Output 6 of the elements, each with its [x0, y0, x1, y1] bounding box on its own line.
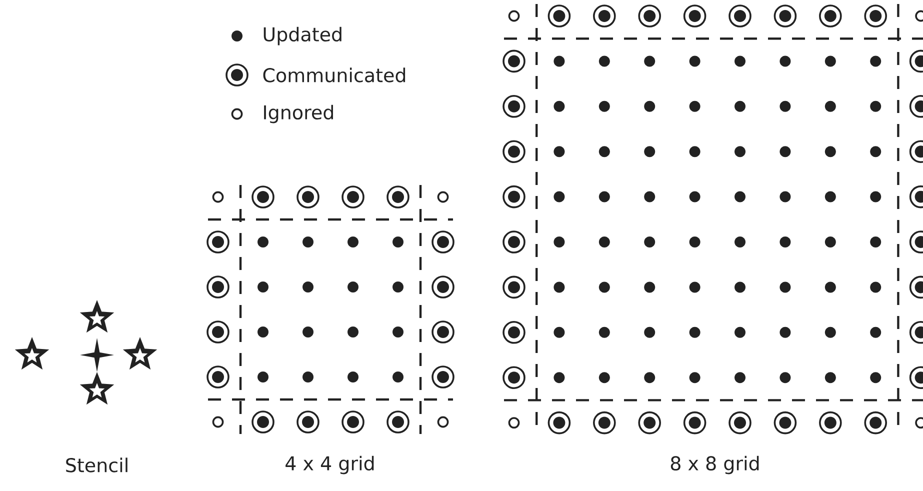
legend-text: Updated	[264, 26, 342, 46]
grid-caption: Stencil	[66, 458, 128, 472]
grid-caption: 4 x 4 grid	[286, 456, 374, 474]
grid-caption: 8 x 8 grid	[670, 456, 759, 474]
legend-text: Communicated	[263, 68, 406, 82]
legend-text: Ignored	[264, 104, 333, 124]
